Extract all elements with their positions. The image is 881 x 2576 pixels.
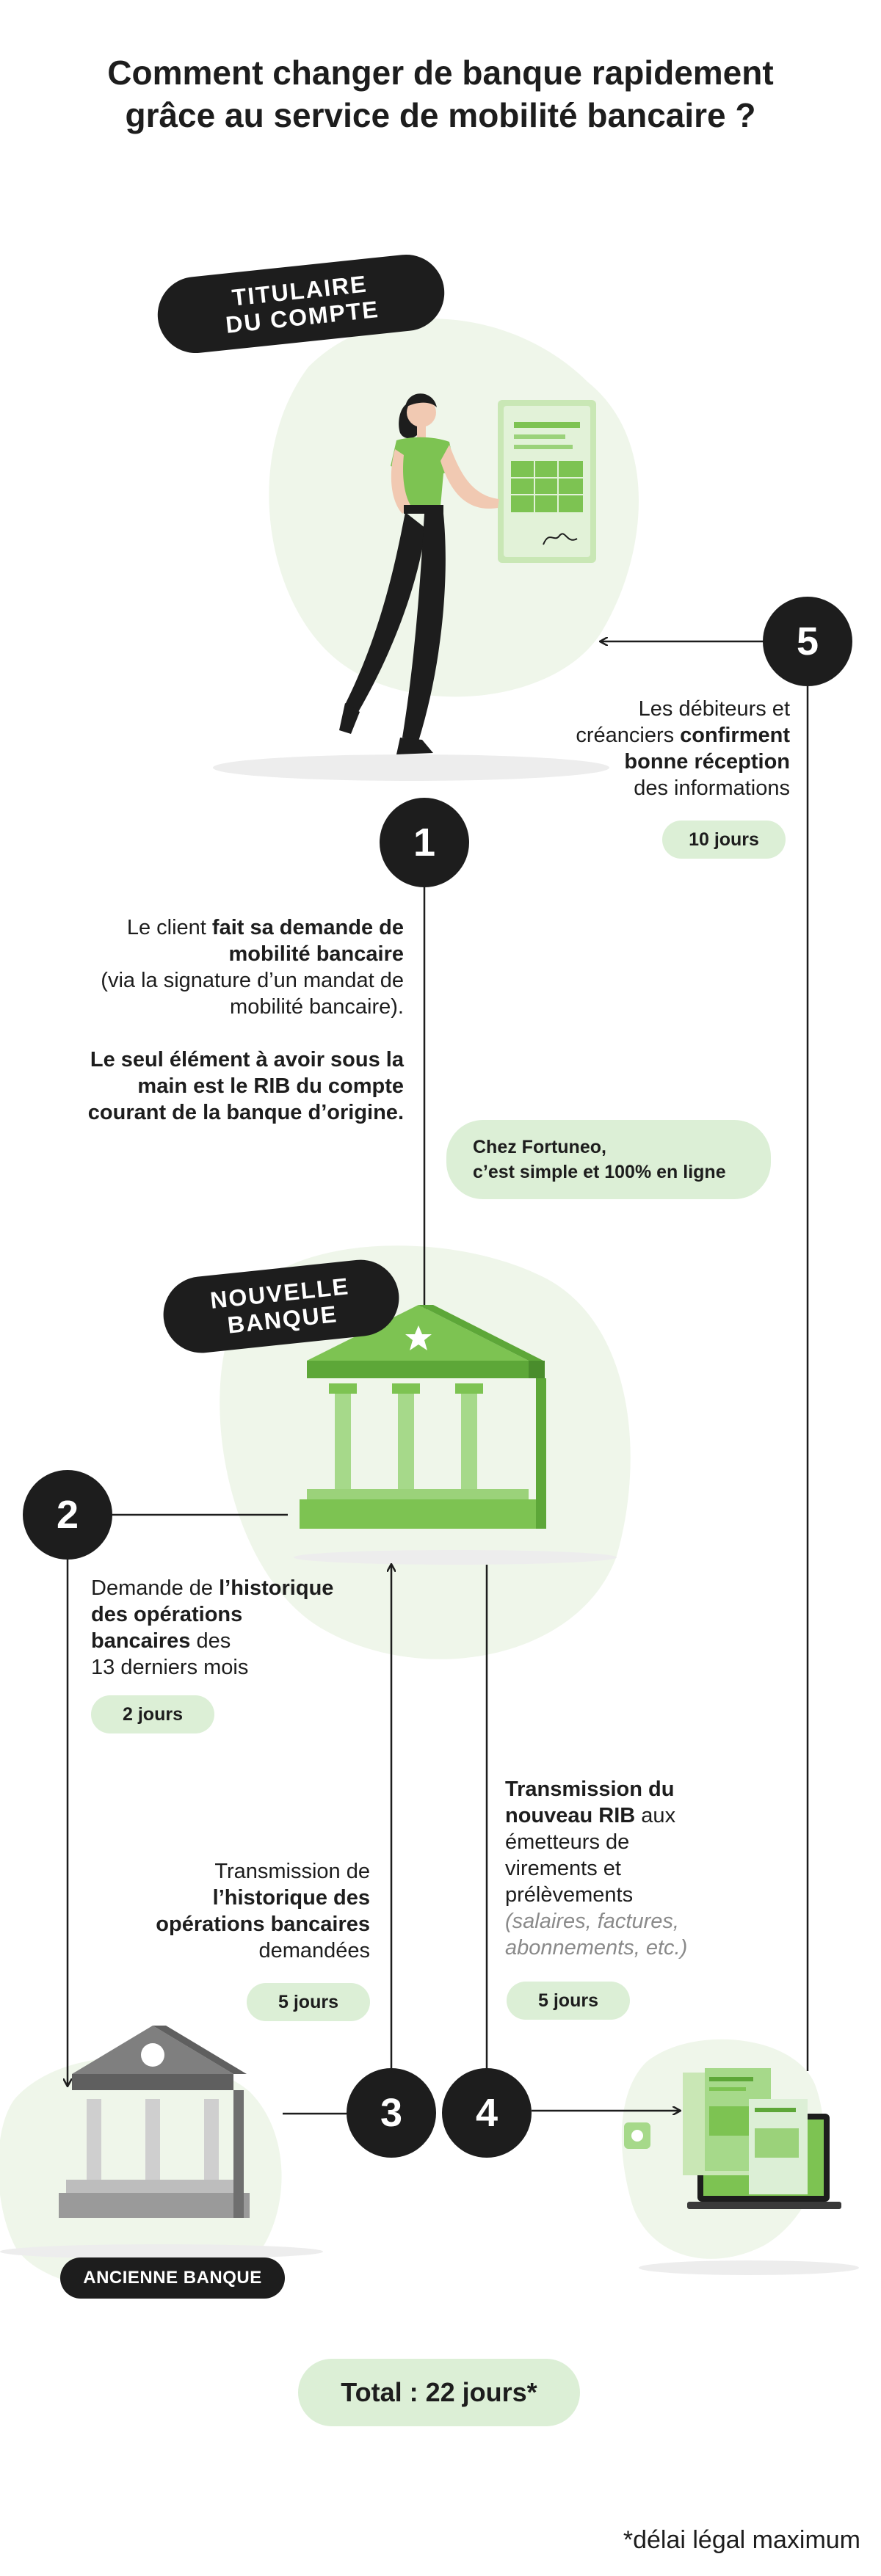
step-1-text-line-5: Le seul élément à avoir sous la <box>90 1048 404 1071</box>
step-3-text-line-3: opérations bancaires <box>156 1913 370 1936</box>
step-4-text-line-7: abonnements, etc.) <box>505 1936 688 1960</box>
step-3-text: Transmission de l’historique des opérati… <box>103 1858 370 1964</box>
new-bank-illustration <box>300 1305 546 1529</box>
step-4-text-line-3: émetteurs de <box>505 1830 630 1854</box>
step-4-text-line-5: prélèvements <box>505 1883 634 1907</box>
fortuneo-note-line-1: Chez Fortuneo, <box>473 1137 606 1157</box>
old-bank-label-text: ANCIENNE BANQUE <box>83 2268 262 2288</box>
step-5-circle: 5 <box>763 597 852 686</box>
step-2-text-line-2: des opérations <box>91 1603 243 1626</box>
step-4-text-line-2b: aux <box>635 1804 676 1827</box>
step-1-text-line-4: mobilité bancaire). <box>230 995 404 1019</box>
step-1-text-line-2: mobilité bancaire <box>228 942 404 966</box>
step-4-text-line-2a: nouveau RIB <box>505 1804 636 1827</box>
step-2-text-line-4: 13 derniers mois <box>91 1656 249 1679</box>
step-3-duration: 5 jours <box>247 1983 370 2021</box>
step-1-text-line-6: main est le RIB du compte <box>137 1074 404 1098</box>
step-2-text-line-3a: bancaires <box>91 1629 191 1653</box>
fortuneo-note: Chez Fortuneo, c’est simple et 100% en l… <box>446 1120 771 1199</box>
title-line-1: Comment changer de banque rapidement <box>107 54 774 92</box>
account-holder-illustration <box>339 393 596 754</box>
step-1-text-line-3: (via la signature d’un mandat de <box>101 969 404 992</box>
step-4-duration: 5 jours <box>507 1982 630 2020</box>
step-1-text-line-1b: fait sa demande de <box>211 916 404 939</box>
shadow-new-bank <box>294 1550 617 1565</box>
step-5-text: Les débiteurs et créanciers confirment b… <box>514 696 790 801</box>
fortuneo-note-line-2: c’est simple et 100% en ligne <box>473 1162 726 1182</box>
step-2-text-line-1b: l’historique <box>219 1576 334 1600</box>
step-5-duration: 10 jours <box>662 821 786 859</box>
step-5-text-line-2a: créanciers <box>576 724 681 747</box>
documents-illustration <box>624 2068 841 2209</box>
step-5-text-line-3: bonne réception <box>624 750 790 774</box>
page-title: Comment changer de banque rapidement grâ… <box>0 51 881 137</box>
step-5-text-line-2b: confirment <box>680 724 790 747</box>
step-2-text-line-1a: Demande de <box>91 1576 220 1600</box>
step-2-duration: 2 jours <box>91 1695 214 1733</box>
step-5-text-line-1: Les débiteurs et <box>638 697 790 721</box>
step-5-text-line-4: des informations <box>634 776 790 800</box>
step-4-text-line-6: (salaires, factures, <box>505 1910 679 1933</box>
step-1-circle: 1 <box>380 798 469 887</box>
step-1-text-line-7: courant de la banque d’origine. <box>87 1101 404 1124</box>
old-bank-label: ANCIENNE BANQUE <box>60 2257 285 2299</box>
step-1-text-line-1a: Le client <box>126 916 212 939</box>
step-2-circle: 2 <box>23 1470 112 1560</box>
old-bank-illustration <box>59 2026 250 2218</box>
shadow-holder <box>213 754 609 781</box>
step-3-number: 3 <box>380 2091 403 2135</box>
step-3-text-line-4: demandées <box>258 1939 370 1962</box>
step-5-number: 5 <box>796 619 819 663</box>
title-line-2: grâce au service de mobilité bancaire ? <box>125 96 756 134</box>
shadow-old-bank <box>0 2244 323 2259</box>
step-2-number: 2 <box>56 1493 79 1537</box>
footnote: *délai légal maximum <box>623 2526 860 2554</box>
step-3-text-line-1: Transmission de <box>214 1860 370 1883</box>
step-4-text-line-4: virements et <box>505 1857 621 1880</box>
step-2-text: Demande de l’historique des opérations b… <box>91 1575 355 1681</box>
total-duration: Total : 22 jours* <box>298 2359 580 2426</box>
step-4-circle: 4 <box>442 2068 532 2158</box>
shadow-documents <box>639 2260 859 2275</box>
step-3-circle: 3 <box>347 2068 436 2158</box>
step-1-number: 1 <box>413 821 436 865</box>
step-2-text-line-3b: des <box>190 1629 231 1653</box>
step-3-text-line-2: l’historique des <box>212 1886 370 1910</box>
step-4-text: Transmission du nouveau RIB aux émetteur… <box>505 1776 747 1961</box>
step-1-text: Le client fait sa demande de mobilité ba… <box>29 914 404 1126</box>
step-4-text-line-1: Transmission du <box>505 1778 675 1801</box>
step-4-number: 4 <box>475 2091 498 2135</box>
